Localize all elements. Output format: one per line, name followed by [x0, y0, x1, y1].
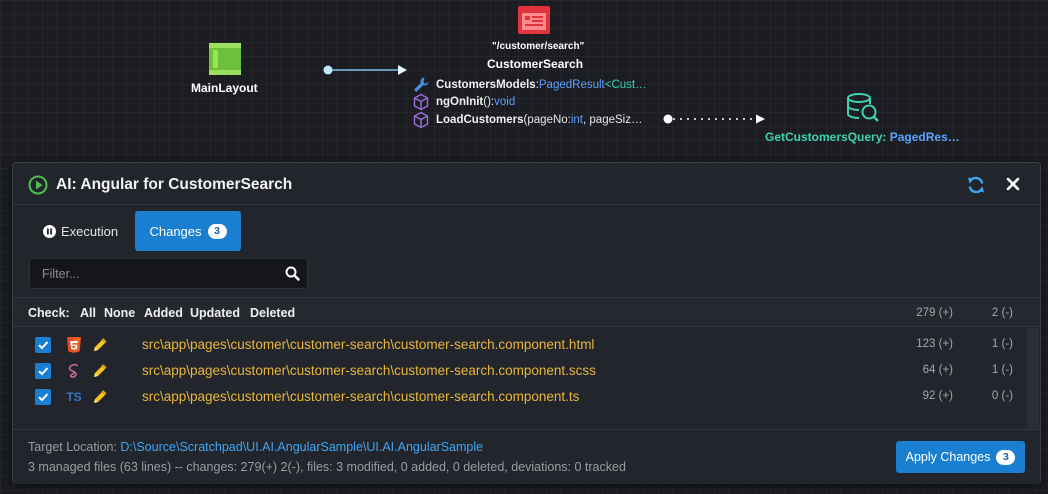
file-removed: 1 (-) — [991, 364, 1013, 376]
tab-changes[interactable]: Changes 3 — [135, 211, 241, 251]
member-customers-models[interactable]: CustomersModels: PagedResult<Cust… — [412, 76, 647, 94]
checkmark-icon — [38, 367, 49, 376]
file-row-scss[interactable]: src\app\pages\customer\customer-search\c… — [13, 358, 1027, 384]
layout-icon — [209, 43, 241, 75]
member-type: PagedResult — [538, 79, 605, 91]
file-path[interactable]: src\app\pages\customer\customer-search\c… — [142, 363, 596, 378]
filter-input[interactable] — [30, 259, 270, 288]
sass-icon — [65, 362, 83, 380]
wrench-icon — [412, 76, 430, 94]
file-added: 123 (+) — [916, 338, 953, 350]
tab-changes-label: Changes — [149, 223, 202, 239]
check-deleted-link[interactable]: Deleted — [250, 306, 296, 320]
file-list-scrollbar[interactable] — [1027, 328, 1039, 428]
file-row-ts[interactable]: TS src\app\pages\customer\customer-searc… — [13, 384, 1027, 410]
check-added-link[interactable]: Added — [144, 306, 183, 320]
member-rest: , pageSiz… — [583, 114, 643, 126]
file-added: 92 (+) — [922, 390, 953, 402]
apply-changes-button[interactable]: Apply Changes 3 — [896, 441, 1025, 473]
run-icon[interactable] — [28, 175, 48, 195]
database-query-icon[interactable] — [845, 92, 881, 124]
ai-changes-panel: AI: Angular for CustomerSearch Execution… — [12, 162, 1041, 484]
file-checkbox[interactable] — [35, 389, 51, 405]
panel-header: AI: Angular for CustomerSearch — [13, 163, 1040, 205]
file-path[interactable]: src\app\pages\customer\customer-search\c… — [142, 337, 595, 352]
close-icon[interactable] — [1006, 177, 1020, 191]
panel-title: AI: Angular for CustomerSearch — [56, 176, 293, 193]
cube-icon — [412, 93, 430, 111]
cube-icon — [412, 111, 430, 129]
apply-count-badge: 3 — [996, 449, 1016, 465]
member-sep: (): — [483, 96, 495, 108]
query-type: PagedRes… — [889, 130, 960, 144]
tab-execution-label: Execution — [61, 223, 119, 239]
check-label: Check: — [28, 306, 70, 320]
check-all-link[interactable]: All — [80, 306, 96, 320]
check-bar: Check: All None Added Updated Deleted 27… — [13, 297, 1040, 327]
member-paren: (pageNo: — [523, 114, 571, 126]
pencil-icon[interactable] — [91, 362, 109, 380]
query-label[interactable]: GetCustomersQuery: PagedRes… — [765, 130, 960, 144]
query-sep: : — [882, 130, 890, 144]
file-checkbox[interactable] — [35, 363, 51, 379]
component-icon[interactable] — [517, 5, 551, 35]
target-location-label: Target Location: — [28, 440, 121, 454]
html5-icon — [65, 336, 83, 354]
member-name: CustomersModels — [436, 79, 536, 91]
member-load-customers[interactable]: LoadCustomers(pageNo: int, pageSiz… — [412, 111, 642, 129]
typescript-label: TS — [66, 390, 82, 404]
member-name: ngOnInit — [436, 96, 484, 108]
member-sep: : — [535, 79, 539, 91]
pencil-icon[interactable] — [91, 388, 109, 406]
tab-execution[interactable]: Execution — [29, 211, 132, 251]
search-icon[interactable] — [285, 266, 300, 281]
check-updated-link[interactable]: Updated — [190, 306, 240, 320]
pencil-icon[interactable] — [91, 336, 109, 354]
customer-search-label[interactable]: CustomerSearch — [487, 57, 584, 71]
member-generic: <Cust… — [604, 79, 647, 91]
navigation-connector — [323, 65, 407, 75]
file-list: src\app\pages\customer\customer-search\c… — [13, 328, 1027, 428]
target-location: Target Location: D:\Source\Scratchpad\UI… — [28, 440, 483, 454]
typescript-icon: TS — [65, 388, 83, 406]
main-layout-label: MainLayout — [191, 81, 258, 95]
filter-box — [29, 258, 308, 289]
apply-changes-label: Apply Changes — [905, 450, 991, 464]
change-summary: 3 managed files (63 lines) -- changes: 2… — [28, 460, 626, 474]
file-row-html[interactable]: src\app\pages\customer\customer-search\c… — [13, 332, 1027, 358]
call-connector — [663, 114, 765, 124]
total-added: 279 (+) — [916, 307, 953, 319]
checkmark-icon — [38, 393, 49, 402]
panel-footer: Target Location: D:\Source\Scratchpad\UI… — [13, 429, 1040, 484]
member-ng-on-init[interactable]: ngOnInit(): void — [412, 93, 515, 111]
file-removed: 0 (-) — [991, 390, 1013, 402]
file-checkbox[interactable] — [35, 337, 51, 353]
query-name: GetCustomersQuery — [765, 130, 883, 144]
file-added: 64 (+) — [922, 364, 953, 376]
member-name: LoadCustomers — [436, 114, 524, 126]
file-path[interactable]: src\app\pages\customer\customer-search\c… — [142, 389, 580, 404]
file-removed: 1 (-) — [991, 338, 1013, 350]
main-layout-node[interactable]: MainLayout — [190, 42, 260, 96]
check-none-link[interactable]: None — [104, 306, 136, 320]
pause-icon — [43, 224, 56, 238]
checkmark-icon — [38, 341, 49, 350]
route-label: "/customer/search" — [492, 41, 585, 52]
refresh-icon[interactable] — [966, 175, 986, 195]
member-type: int — [570, 114, 584, 126]
member-type: void — [494, 96, 516, 108]
target-location-path[interactable]: D:\Source\Scratchpad\UI.AI.AngularSample… — [120, 440, 484, 454]
total-removed: 2 (-) — [991, 307, 1013, 319]
changes-count-badge: 3 — [207, 223, 227, 239]
